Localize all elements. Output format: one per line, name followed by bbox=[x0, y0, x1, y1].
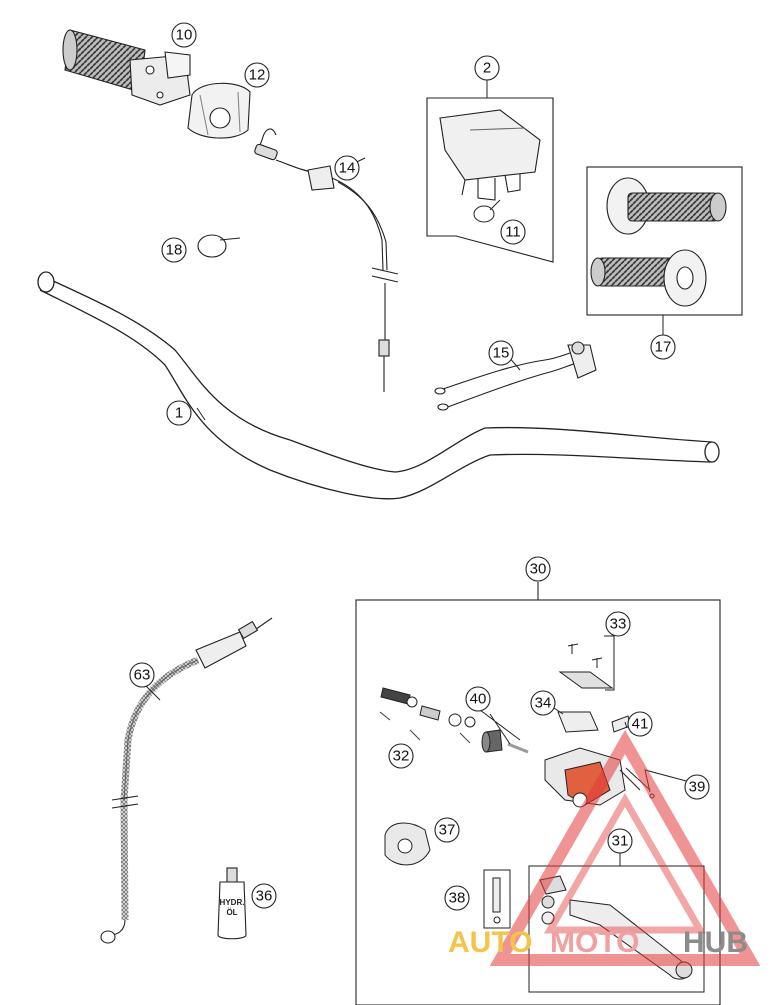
callout-36: 36 bbox=[251, 883, 277, 909]
cable-tie bbox=[197, 234, 241, 258]
callout-10: 10 bbox=[171, 22, 197, 48]
callout-39: 39 bbox=[684, 774, 710, 800]
membrane bbox=[557, 711, 631, 733]
bottle-label-line1: HYDR. bbox=[220, 898, 245, 907]
callout-33: 33 bbox=[605, 611, 631, 637]
callout-30-label: 30 bbox=[530, 561, 547, 578]
callouts: 10 12 2 14 11 18 17 15 1 30 33 63 40 34 … bbox=[129, 22, 710, 911]
clamp bbox=[384, 822, 431, 866]
master-cylinder-box bbox=[355, 582, 721, 1005]
throttle-cover bbox=[187, 82, 251, 139]
callout-15-label: 15 bbox=[493, 345, 510, 362]
throttle-cable bbox=[254, 128, 399, 392]
callout-12-label: 12 bbox=[249, 67, 266, 84]
clutch-hose bbox=[100, 617, 273, 944]
callout-11: 11 bbox=[500, 219, 526, 245]
bottle-label-line2: ÖL bbox=[226, 908, 237, 917]
callout-37-label: 37 bbox=[439, 822, 456, 839]
callout-1: 1 bbox=[166, 400, 192, 426]
callout-39-label: 39 bbox=[689, 779, 706, 796]
callout-38-label: 38 bbox=[449, 890, 466, 907]
callout-63-label: 63 bbox=[134, 667, 151, 684]
callout-31-label: 31 bbox=[612, 833, 629, 850]
callout-34-label: 34 bbox=[535, 695, 552, 712]
grip-set-box bbox=[586, 166, 743, 316]
callout-15: 15 bbox=[488, 340, 514, 366]
watermark-part2: MOTO bbox=[550, 926, 639, 959]
callout-17-label: 17 bbox=[655, 339, 672, 356]
callout-32-label: 32 bbox=[393, 748, 410, 765]
switch-box bbox=[426, 97, 554, 263]
handlebar bbox=[37, 271, 720, 500]
bolt-box bbox=[483, 869, 511, 929]
callout-34: 34 bbox=[530, 690, 556, 716]
callout-38: 38 bbox=[444, 885, 470, 911]
callout-40: 40 bbox=[465, 686, 491, 712]
callout-18-label: 18 bbox=[166, 242, 183, 259]
callout-37: 37 bbox=[434, 817, 460, 843]
piston-parts bbox=[379, 687, 476, 744]
callout-2-label: 2 bbox=[483, 60, 491, 77]
callout-32: 32 bbox=[388, 743, 414, 769]
callout-36-label: 36 bbox=[256, 888, 273, 905]
callout-11-label: 11 bbox=[505, 224, 521, 241]
watermark-part3: HUB bbox=[683, 926, 748, 959]
callout-30: 30 bbox=[525, 556, 551, 582]
callout-17: 17 bbox=[650, 334, 676, 360]
callout-10-label: 10 bbox=[176, 27, 193, 44]
watermark-part1: AUTO bbox=[448, 926, 532, 959]
reservoir-cover bbox=[558, 643, 614, 689]
callout-14: 14 bbox=[334, 155, 360, 181]
boot-and-pin bbox=[481, 729, 529, 754]
callout-41: 41 bbox=[627, 711, 653, 737]
callout-41-label: 41 bbox=[632, 716, 649, 733]
callout-2: 2 bbox=[474, 55, 500, 81]
callout-12: 12 bbox=[244, 62, 270, 88]
callout-1-label: 1 bbox=[175, 405, 183, 422]
callout-18: 18 bbox=[161, 237, 187, 263]
callout-33-label: 33 bbox=[610, 616, 627, 633]
watermark-logo bbox=[489, 729, 761, 966]
throttle-grip bbox=[62, 29, 191, 106]
callout-63: 63 bbox=[129, 662, 155, 688]
callout-31: 31 bbox=[607, 828, 633, 854]
callout-40-label: 40 bbox=[470, 691, 487, 708]
oil-bottle bbox=[217, 867, 247, 940]
kill-switch-wire bbox=[434, 341, 597, 411]
callout-14-label: 14 bbox=[339, 160, 356, 177]
small-cable-tie bbox=[473, 199, 501, 223]
